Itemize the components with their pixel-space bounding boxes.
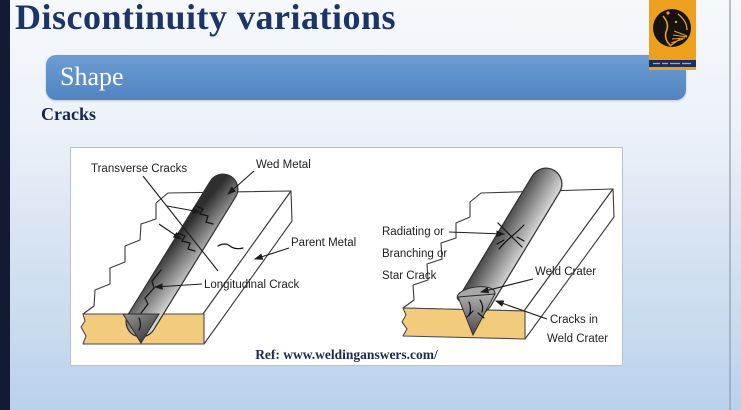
organization-emblem-icon	[649, 0, 696, 70]
slide-title: Discontinuity variations	[15, 0, 397, 37]
weld-crater-diagram-right: Radiating or Branching or Star Crack Wel…	[382, 167, 615, 345]
weld-cracks-diagram-left: Transverse Cracks Wed Metal Parent Metal…	[80, 159, 356, 345]
weld-metal-label: Wed Metal	[256, 159, 311, 171]
transverse-arrow-2	[158, 223, 182, 240]
star-crack-branches	[496, 236, 525, 245]
transverse-cracks-label: Transverse Cracks	[91, 163, 187, 175]
cone-crack	[138, 317, 142, 331]
radiating-label-line1: Radiating or	[382, 226, 444, 238]
crater-crack-3	[466, 310, 485, 319]
parent-metal-label: Parent Metal	[291, 237, 356, 249]
parent-metal-arrow	[253, 247, 290, 260]
weld-crater-label: Weld Crater	[535, 266, 596, 278]
transverse-crack-2	[177, 232, 196, 252]
section-banner-label: Shape	[60, 62, 124, 91]
diagram-panel: Transverse Cracks Wed Metal Parent Metal…	[70, 147, 623, 366]
transverse-crack-1	[195, 205, 214, 225]
weld-crater-arrow	[479, 278, 534, 294]
plate-crack	[217, 243, 244, 250]
left-edge-bar	[0, 0, 10, 410]
radiating-label-line2: Branching or	[382, 248, 447, 260]
longitudinal-arrow	[153, 283, 203, 290]
crater-cracks-label-line1: Cracks in	[550, 314, 598, 326]
weld-bead	[126, 174, 238, 337]
radiating-arrow	[448, 230, 506, 238]
right-edge-line	[729, 0, 731, 410]
organization-logo	[649, 0, 696, 70]
star-crack-diag-1	[497, 222, 523, 248]
crater-crack-2	[479, 299, 484, 313]
crater-cracks-label-line2: Weld Crater	[547, 333, 608, 345]
weld-v-cone	[122, 313, 160, 344]
reference-text: Ref: www.weldinganswers.com/	[255, 347, 438, 362]
longitudinal-crack-label: Longitudinal Crack	[204, 279, 300, 291]
transverse-leader-line	[142, 175, 219, 272]
section-banner: Shape	[46, 55, 686, 100]
star-crack-diag-2	[498, 224, 525, 250]
radiating-label-line3: Star Crack	[382, 270, 437, 282]
longitudinal-crack	[140, 269, 162, 314]
weld-metal-arrow	[227, 170, 255, 195]
plate-cross-section-face	[401, 307, 526, 340]
weld-bead	[461, 168, 562, 314]
crater-cracks-leader	[494, 300, 548, 320]
transverse-arrow-1	[166, 205, 202, 214]
weld-crater-cone	[457, 293, 496, 337]
cracks-heading: Cracks	[41, 104, 96, 124]
